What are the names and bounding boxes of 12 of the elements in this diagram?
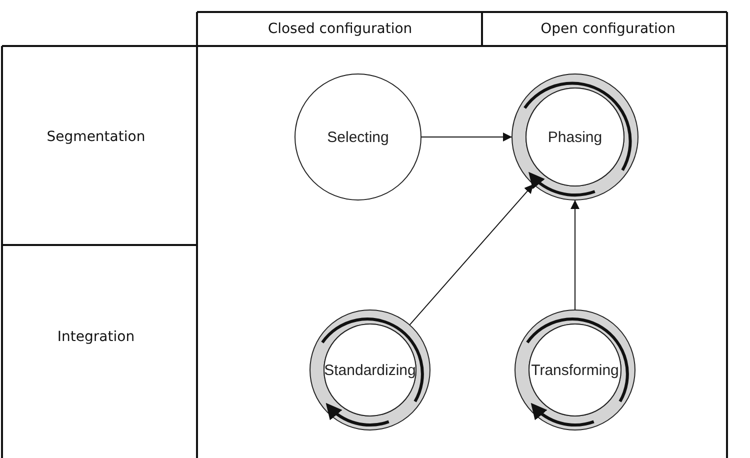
row-header: Segmentation <box>46 129 146 145</box>
column-header: Open configuration <box>540 21 676 37</box>
node-label: Selecting <box>327 128 389 146</box>
arrow <box>570 200 580 310</box>
process-circle <box>294 73 422 201</box>
row-header: Integration <box>57 329 135 345</box>
node-label: Phasing <box>548 128 602 146</box>
column-header: Closed configuration <box>268 21 412 37</box>
arrow <box>420 132 512 142</box>
node-label: Standardizing <box>324 362 416 378</box>
arrow <box>409 184 534 326</box>
node-label: Transforming <box>531 362 619 378</box>
